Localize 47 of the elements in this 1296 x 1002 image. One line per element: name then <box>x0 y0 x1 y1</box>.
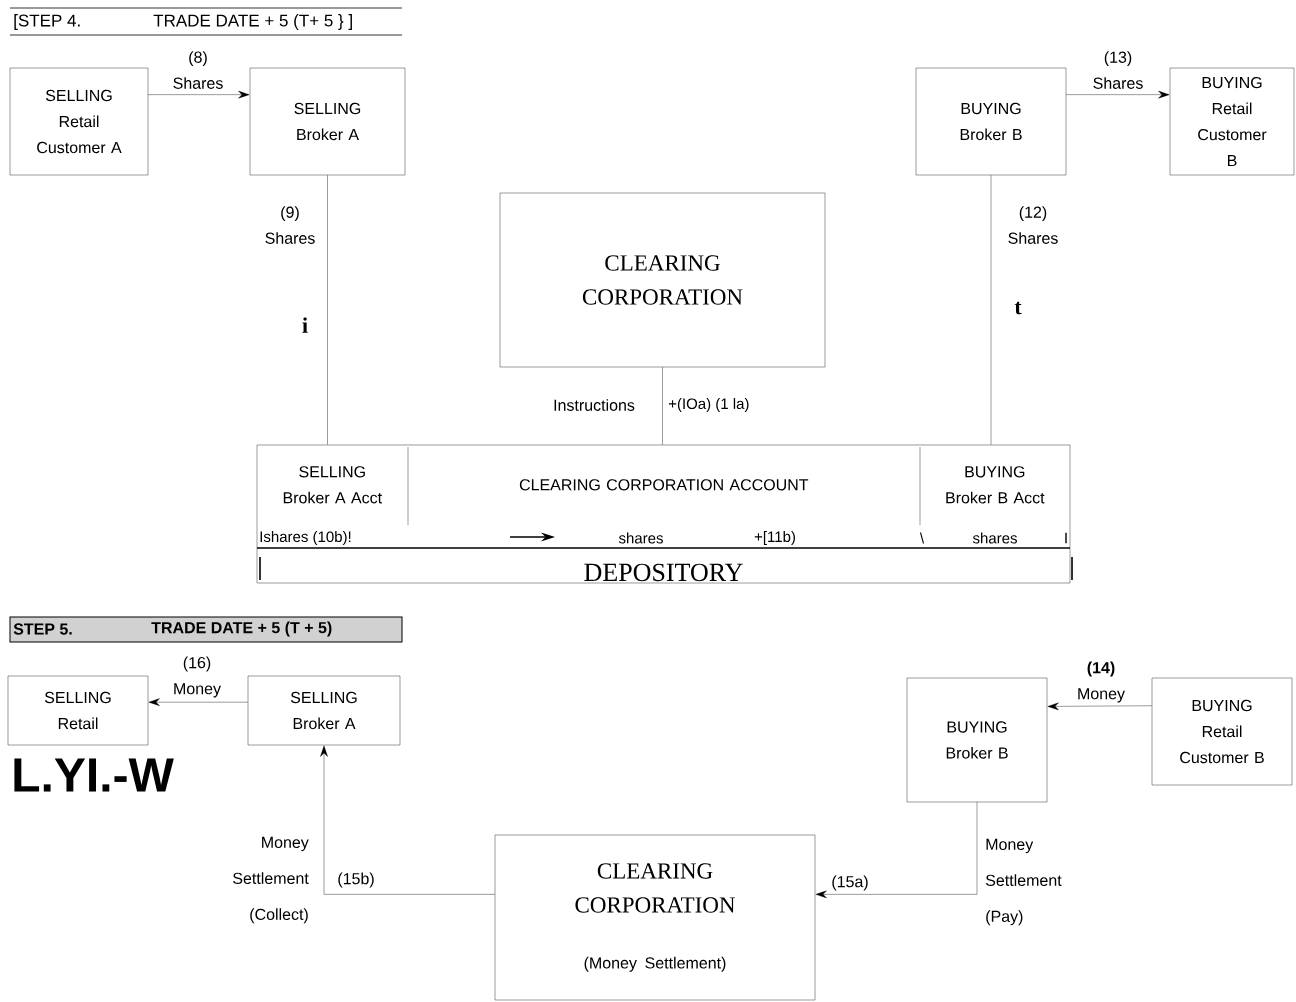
customer-box: BUYING Retail Customer B <box>1151 677 1293 786</box>
edge-label: (15a) <box>830 874 870 892</box>
depository-entry: shares <box>972 532 1017 544</box>
clearing-box: CLEARING CORPORATION (Money Settlement) <box>494 834 816 1001</box>
account-cell: SELLING Broker A Acct <box>283 466 382 504</box>
edge-label: (12) Shares <box>997 205 1069 245</box>
edge-label: (9) Shares <box>259 205 321 245</box>
connector <box>320 745 495 895</box>
depository-entry: Ishares (10b)! <box>260 531 351 545</box>
settlement-note: Money Settlement (Pay) <box>985 838 1062 926</box>
connector <box>1066 90 1170 99</box>
step-note: +(IOa) (1 la) <box>668 398 749 412</box>
depository-entry: \ <box>919 532 925 544</box>
account-cell: CLEARING CORPORATION ACCOUNT <box>519 479 809 491</box>
scan-text: L.YI.-W <box>14 758 174 792</box>
settlement-note: Money Settlement (Collect) <box>233 836 309 924</box>
step-heading: [STEP 4. <box>14 14 80 30</box>
connector <box>148 90 250 99</box>
connector <box>148 698 248 706</box>
edge-label: (13) Shares <box>1087 50 1149 90</box>
edge-label: (15b) <box>336 871 376 889</box>
broker-box: SELLING Broker A <box>249 67 406 176</box>
edge-label: (16) Money <box>161 655 233 699</box>
connector <box>1047 702 1152 711</box>
edge-label: Instructions <box>552 398 636 412</box>
edge-label: (14) Money <box>1065 660 1137 704</box>
customer-box: BUYING Retail Customer B <box>1169 67 1295 176</box>
direction-mark: t <box>1014 301 1022 315</box>
connector <box>662 367 663 445</box>
depository-entry: shares <box>618 532 663 544</box>
depository-entry: I <box>1065 532 1067 544</box>
depository-entry: +[11b) <box>754 531 795 545</box>
broker-box: SELLING Broker A <box>247 675 401 746</box>
connector <box>327 175 328 445</box>
customer-box: SELLING Retail <box>7 675 149 746</box>
account-cell: BUYING Broker B Acct <box>946 466 1045 504</box>
step-heading: STEP 5. <box>13 623 72 635</box>
step-heading: TRADE DATE + 5 (T+ 5 } ] <box>153 14 352 30</box>
connector <box>990 175 992 445</box>
customer-box: SELLING Retail Customer A <box>9 67 149 176</box>
step-heading: TRADE DATE + 5 (T + 5) <box>151 621 332 637</box>
edge-label: (8) Shares <box>167 50 229 90</box>
broker-box: BUYING Broker B <box>915 67 1067 176</box>
connector <box>815 802 978 899</box>
clearing-box: CLEARING CORPORATION <box>499 192 826 368</box>
direction-mark: i <box>302 317 308 333</box>
broker-box: BUYING Broker B <box>906 677 1048 803</box>
